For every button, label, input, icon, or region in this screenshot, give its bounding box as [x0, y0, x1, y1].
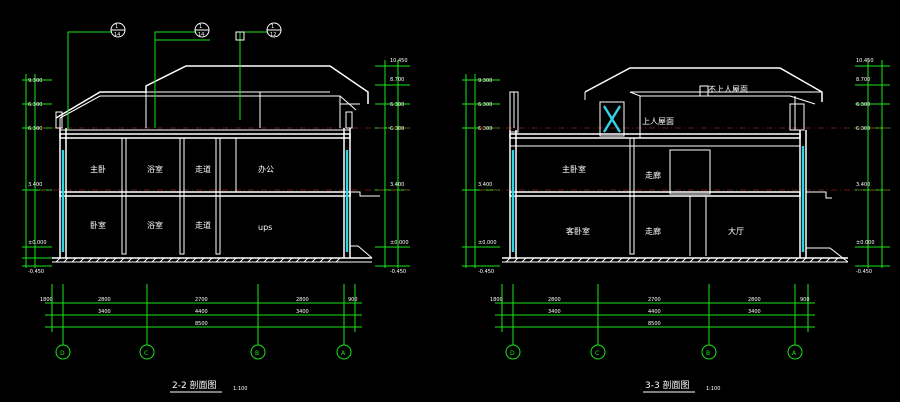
room-label: 走廊 [645, 226, 661, 236]
svg-text:3400: 3400 [748, 309, 761, 315]
total-width-dim: 8500 [648, 321, 661, 327]
room-label: 大厅 [728, 226, 744, 236]
svg-text:2800: 2800 [748, 297, 761, 303]
svg-text:±0.000: ±0.000 [478, 240, 497, 246]
grid-label-a: A [341, 350, 346, 357]
svg-text:±0.000: ±0.000 [856, 240, 875, 246]
right-elevation-dims: 10.450 8.700 6.300 6.300 3.400 ±0.000 -0… [375, 58, 410, 275]
grid-label-d: D [510, 350, 515, 357]
svg-text:4400: 4400 [648, 309, 661, 315]
room-label: 卧室 [90, 220, 106, 230]
svg-text:2700: 2700 [648, 297, 661, 303]
svg-text:9.300: 9.300 [28, 78, 42, 84]
roof-3-3 [509, 67, 823, 138]
svg-text:1: 1 [115, 24, 118, 30]
horizontal-dims-3-3: 1800 2800 2700 2800 900 3400 4400 3400 8… [490, 284, 815, 345]
svg-text:-0.450: -0.450 [28, 269, 44, 275]
svg-text:9.300: 9.300 [478, 78, 492, 84]
room-label: 走道 [195, 164, 211, 174]
left-elevation-dims-3-3: 9.300 6.300 6.300 3.400 ±0.000 -0.450 [462, 74, 500, 275]
svg-text:2800: 2800 [296, 297, 309, 303]
svg-text:2700: 2700 [195, 297, 208, 303]
room-label: 办公 [258, 164, 274, 174]
ground-hatch-2-2 [55, 257, 341, 263]
svg-text:-0.450: -0.450 [390, 269, 406, 275]
svg-text:8.700: 8.700 [390, 77, 404, 83]
room-label: 主卧室 [562, 164, 586, 174]
svg-text:6.300: 6.300 [390, 126, 404, 132]
svg-text:8.700: 8.700 [856, 77, 870, 83]
total-width-dim: 8500 [195, 321, 208, 327]
section-3-3: 9.300 6.300 6.300 3.400 ±0.000 -0.450 10… [462, 58, 890, 393]
svg-text:6.300: 6.300 [28, 102, 42, 108]
svg-text:900: 900 [800, 297, 810, 303]
svg-text:2800: 2800 [98, 297, 111, 303]
room-label: 上人屋面 [642, 117, 674, 126]
svg-text:900: 900 [348, 297, 358, 303]
section-scale: 1:100 [233, 386, 247, 392]
svg-text:6.300: 6.300 [856, 102, 870, 108]
room-label: ups [258, 223, 272, 232]
svg-text:3400: 3400 [548, 309, 561, 315]
svg-text:3.400: 3.400 [390, 182, 404, 188]
svg-text:±0.000: ±0.000 [28, 240, 47, 246]
grid-label-a: A [792, 350, 797, 357]
section-title: 3-3 剖面图 [645, 379, 690, 391]
section-title: 2-2 剖面图 [172, 379, 217, 391]
svg-text:-0.450: -0.450 [856, 269, 872, 275]
svg-text:10.450: 10.450 [856, 58, 874, 64]
svg-text:10.450: 10.450 [390, 58, 408, 64]
left-elevation-dims: 9.300 6.300 6.300 3.400 ±0.000 -0.450 [22, 74, 52, 275]
section-scale: 1:100 [706, 386, 720, 392]
ground-hatch-3-3 [505, 257, 839, 263]
grid-label-b: B [706, 350, 710, 357]
svg-text:-0.450: -0.450 [478, 269, 494, 275]
svg-text:6.300: 6.300 [478, 102, 492, 108]
svg-text:1: 1 [271, 24, 274, 30]
svg-text:3400: 3400 [296, 309, 309, 315]
room-label: 浴室 [147, 164, 163, 174]
svg-text:6.300: 6.300 [390, 102, 404, 108]
callout-2-sheet-b: 14 [198, 32, 204, 38]
svg-text:6.300: 6.300 [28, 126, 42, 132]
svg-text:3.400: 3.400 [478, 182, 492, 188]
section-2-2: 9.300 6.300 6.300 3.400 ±0.000 -0.450 10… [22, 22, 410, 393]
svg-text:1: 1 [199, 24, 202, 30]
grid-label-b: B [255, 350, 259, 357]
horizontal-dims-2-2: 1800 2800 2700 2800 900 3400 4400 3400 8… [40, 284, 362, 345]
room-label: 主卧 [90, 164, 106, 174]
room-label: 走道 [195, 220, 211, 230]
room-label: 不上人屋面 [708, 85, 748, 94]
detail-callouts-2-2: 1 14 1 14 1 12 [67, 22, 282, 130]
grid-bubbles-3-3: D C B A [505, 344, 803, 360]
grid-label-c: C [144, 350, 148, 357]
svg-text:1800: 1800 [490, 297, 503, 303]
callout-3-sheet: 12 [270, 32, 276, 38]
svg-text:3400: 3400 [98, 309, 111, 315]
room-label: 走廊 [645, 170, 661, 180]
svg-text:3.400: 3.400 [28, 182, 42, 188]
svg-text:4400: 4400 [195, 309, 208, 315]
svg-text:6.300: 6.300 [856, 126, 870, 132]
room-label: 客卧室 [566, 226, 590, 236]
grid-bubbles-2-2: D C B A [55, 344, 352, 360]
right-elevation-dims-3-3: 10.450 8.700 6.300 6.300 3.400 ±0.000 -0… [855, 58, 890, 275]
svg-text:1800: 1800 [40, 297, 53, 303]
svg-text:6.300: 6.300 [478, 126, 492, 132]
svg-text:±0.000: ±0.000 [390, 240, 409, 246]
svg-text:2800: 2800 [548, 297, 561, 303]
grid-label-c: C [595, 350, 599, 357]
svg-text:3.400: 3.400 [856, 182, 870, 188]
grid-label-d: D [60, 350, 65, 357]
roof-2-2 [55, 65, 369, 129]
callout-1-sheet: 14 [114, 32, 120, 38]
room-label: 浴室 [147, 220, 163, 230]
